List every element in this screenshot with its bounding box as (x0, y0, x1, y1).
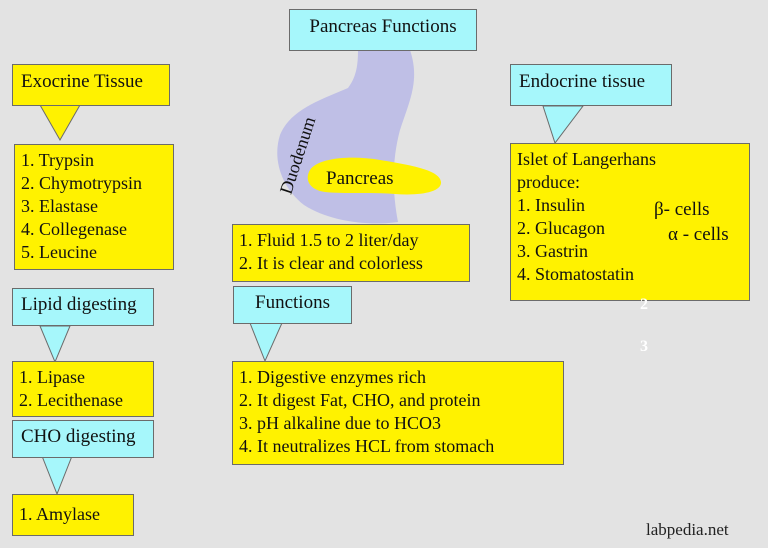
endocrine-tail (542, 105, 585, 145)
beta-cells-label: β- cells (654, 199, 710, 220)
exocrine-heading: Exocrine Tissue (12, 64, 170, 106)
list-item: 4. Stomatostatin (517, 264, 634, 284)
list-item: 1. Digestive enzymes rich (239, 367, 426, 387)
list-item: 2. It is clear and colorless (239, 253, 423, 273)
exocrine-tail (39, 104, 81, 142)
functions-heading: Functions (233, 286, 352, 324)
watermark: labpedia.net (646, 520, 729, 539)
endocrine-list: Islet of Langerhans produce: 1. Insulin … (510, 143, 750, 301)
list-item: 2. It digest Fat, CHO, and protein (239, 390, 481, 410)
list-item: 3. Gastrin (517, 241, 588, 261)
lipid-list: 1. Lipase 2. Lecithenase (12, 361, 154, 417)
list-item: 2. Glucagon (517, 218, 605, 238)
list-item: Islet of Langerhans (517, 149, 656, 169)
list-item: 1. Trypsin (21, 150, 95, 170)
list-item: 1. Lipase (19, 367, 85, 387)
list-item: produce: (517, 172, 580, 192)
list-item: 3. Elastase (21, 196, 98, 216)
stray-number-2: 2 (640, 296, 648, 313)
cho-heading: CHO digesting (12, 420, 154, 458)
pancreas-shape (307, 157, 442, 195)
lipid-heading: Lipid digesting (12, 288, 154, 326)
page-title: Pancreas Functions (289, 9, 477, 51)
list-item: 4. It neutralizes HCL from stomach (239, 436, 495, 456)
list-item: 2. Chymotrypsin (21, 173, 143, 193)
functions-tail (249, 322, 283, 363)
alpha-cells-label: α - cells (668, 224, 729, 245)
list-item: 3. pH alkaline due to HCO3 (239, 413, 441, 433)
list-item: 4. Collegenase (21, 219, 127, 239)
exocrine-enzymes-list: 1. Trypsin 2. Chymotrypsin 3. Elastase 4… (14, 144, 174, 270)
cho-tail (41, 455, 73, 496)
list-item: 1. Amylase (19, 504, 100, 524)
lipid-tail (39, 325, 71, 364)
functions-list: 1. Digestive enzymes rich 2. It digest F… (232, 361, 564, 465)
list-item: 5. Leucine (21, 242, 97, 262)
list-item: 2. Lecithenase (19, 390, 123, 410)
list-item: 1. Insulin (517, 195, 586, 215)
secretion-list: 1. Fluid 1.5 to 2 liter/day 2. It is cle… (232, 224, 470, 282)
cho-list: 1. Amylase (12, 494, 134, 536)
list-item: 1. Fluid 1.5 to 2 liter/day (239, 230, 419, 250)
endocrine-heading: Endocrine tissue (510, 64, 672, 106)
stray-number-3: 3 (640, 338, 648, 355)
pancreas-label: Pancreas (326, 168, 394, 189)
